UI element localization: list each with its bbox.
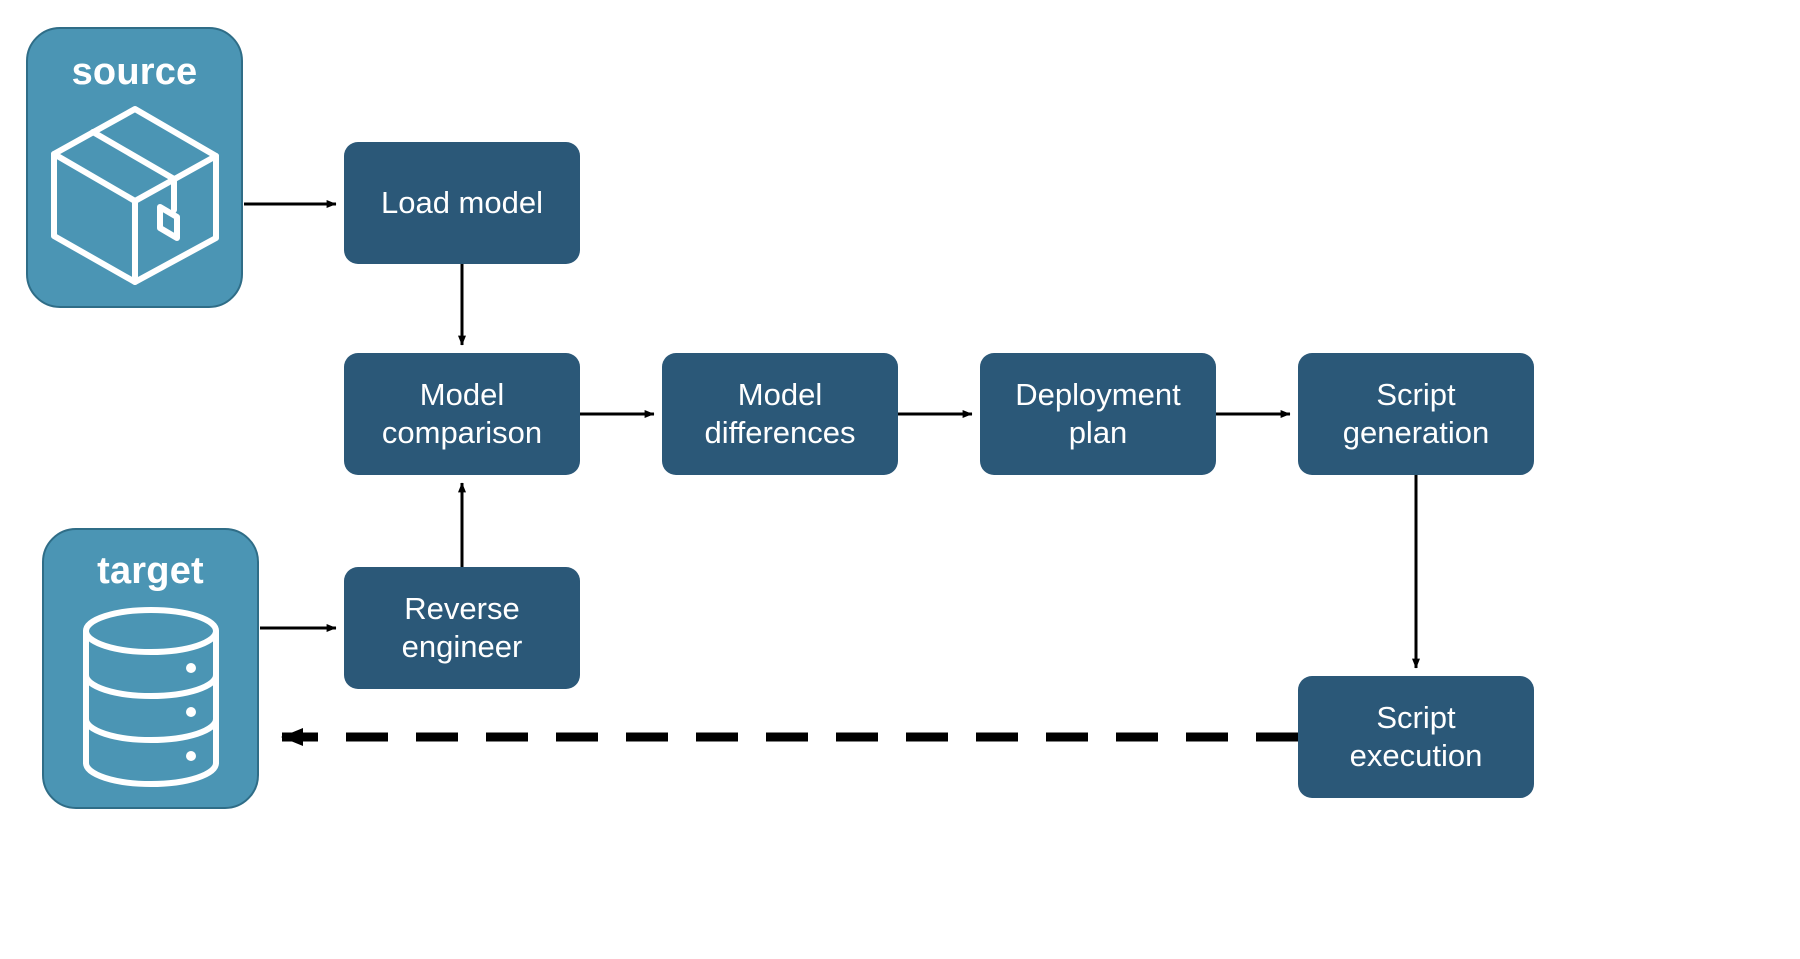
node-script-generation-label: Script generation	[1342, 376, 1490, 450]
endpoint-target[interactable]: target	[42, 528, 259, 809]
node-model-differences-label: Model differences	[704, 376, 856, 450]
node-reverse-engineer-label: Reverse engineer	[401, 590, 523, 664]
package-box-icon	[46, 103, 224, 293]
node-script-execution-label: Script execution	[1349, 699, 1483, 773]
node-deployment-plan-label: Deployment plan	[1015, 376, 1181, 450]
node-script-generation[interactable]: Script generation	[1298, 353, 1534, 475]
node-load-model[interactable]: Load model	[344, 142, 580, 264]
endpoint-source[interactable]: source	[26, 27, 243, 308]
node-reverse-engineer[interactable]: Reverse engineer	[344, 567, 580, 689]
endpoint-target-label: target	[97, 550, 204, 592]
node-script-execution[interactable]: Script execution	[1298, 676, 1534, 798]
node-load-model-label: Load model	[380, 184, 543, 220]
node-model-differences[interactable]: Model differences	[662, 353, 898, 475]
node-model-comparison-label: Model comparison	[381, 376, 543, 450]
node-deployment-plan[interactable]: Deployment plan	[980, 353, 1216, 475]
node-model-comparison[interactable]: Model comparison	[344, 353, 580, 475]
endpoint-source-label: source	[71, 51, 198, 93]
database-cylinder-icon	[80, 604, 222, 795]
